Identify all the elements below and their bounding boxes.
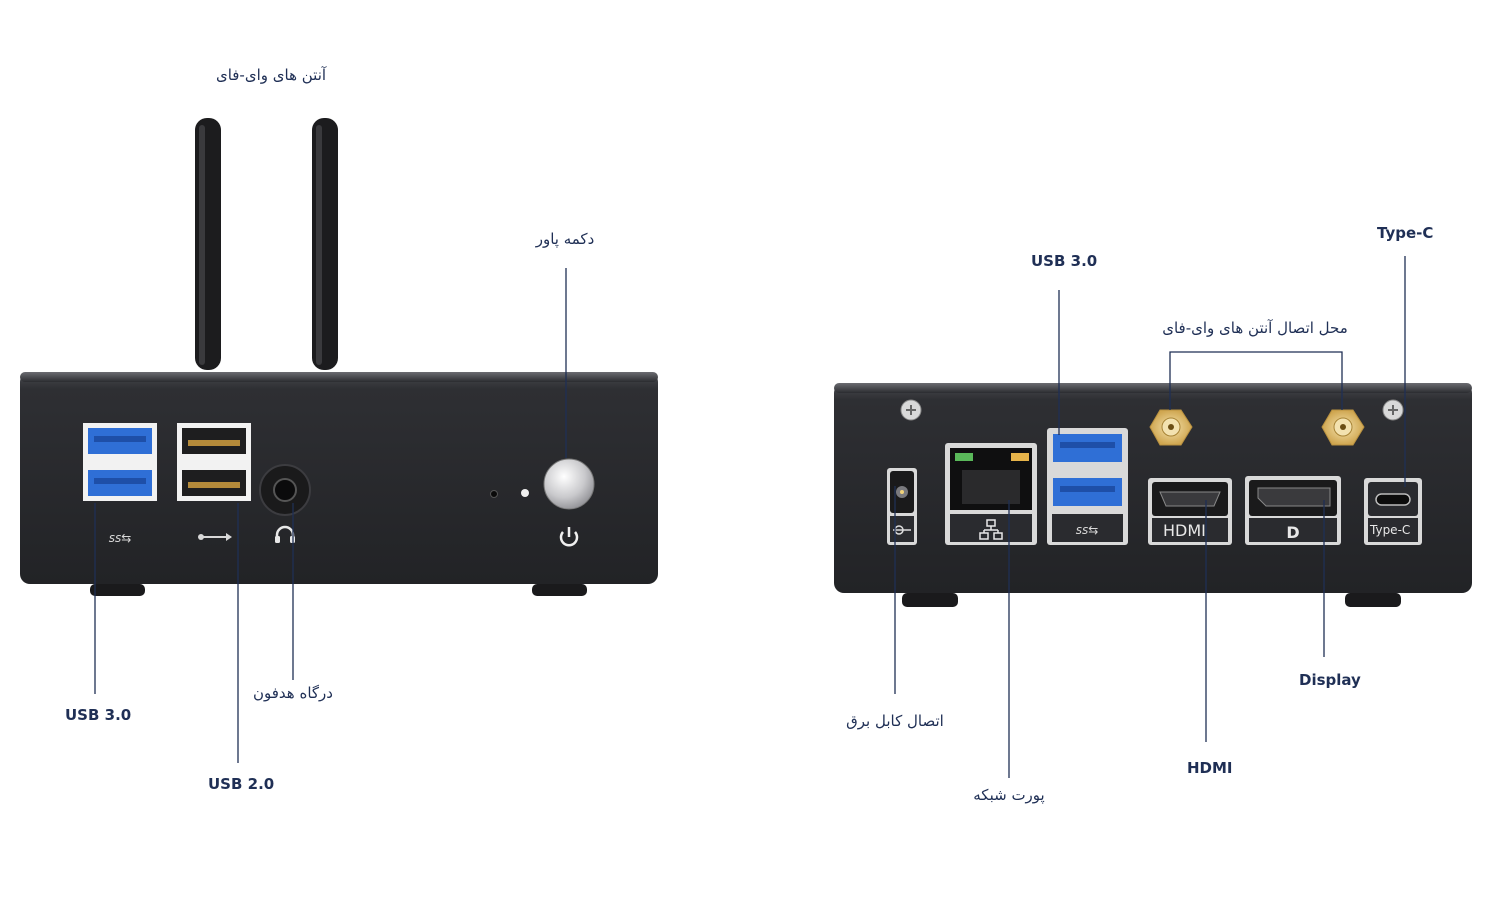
screw — [1382, 399, 1404, 421]
antenna-connector-right — [1321, 409, 1365, 446]
label-hdmi: HDMI — [1187, 759, 1233, 777]
usb-icon — [198, 533, 232, 541]
label-network-port: پورت شبکه — [973, 786, 1045, 804]
rear-usb3-ports — [1047, 428, 1128, 545]
label-front-usb2: USB 2.0 — [208, 775, 275, 793]
front-usb3-ports — [83, 423, 157, 501]
displayport-icon: D — [1286, 523, 1299, 542]
network-icon — [979, 519, 1003, 540]
rear-leader-lines — [894, 256, 1406, 778]
label-wifi-antennas: آنتن های وای-فای — [215, 66, 327, 84]
dc-power-icon — [890, 516, 914, 542]
label-power-button: دکمه پاور — [535, 230, 595, 248]
wifi-antenna-right — [312, 118, 338, 370]
displayport-port — [1245, 476, 1341, 545]
front-usb2-ports — [177, 423, 251, 501]
led-indicator — [521, 489, 529, 497]
type-c-port-print: Type-C — [1370, 523, 1411, 537]
power-icon — [559, 527, 579, 547]
label-front-usb3: USB 3.0 — [65, 706, 132, 724]
label-rear-usb3: USB 3.0 — [1031, 252, 1098, 270]
wifi-antenna-left — [195, 118, 221, 370]
led-indicator — [490, 490, 498, 498]
type-c-port — [1364, 478, 1422, 545]
hdmi-port-print: HDMI — [1163, 521, 1206, 540]
label-power-cable: اتصال کابل برق — [846, 712, 944, 730]
front-leader-lines — [94, 268, 567, 763]
usb-ss-icon: ss⇆ — [109, 531, 132, 545]
label-type-c: Type-C — [1377, 224, 1434, 242]
antenna-connector-left — [1149, 409, 1193, 446]
headphone-jack — [259, 464, 311, 516]
label-headphone-port: درگاه هدفون — [253, 684, 333, 702]
label-display: Display — [1299, 671, 1361, 689]
usb-ss-icon: ss⇆ — [1076, 523, 1099, 537]
network-port — [945, 443, 1037, 545]
hdmi-port — [1148, 478, 1232, 545]
screw — [900, 399, 922, 421]
power-button — [543, 458, 595, 510]
label-antenna-connectors: محل اتصال آنتن های وای-فای — [1162, 319, 1348, 337]
